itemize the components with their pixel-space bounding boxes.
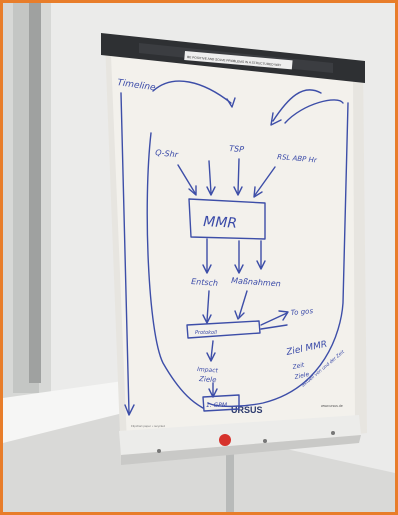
branch-left: Entsch <box>191 277 218 288</box>
header-label-plate <box>184 51 293 70</box>
arrow-to-gos-1 <box>260 312 288 326</box>
feedback-loop-left <box>146 132 204 409</box>
bottom-tray <box>119 415 361 455</box>
branch-right: Maßnahmen <box>231 276 281 288</box>
side-line-2: Ziele <box>293 371 310 381</box>
loop-right-arrow <box>270 112 282 126</box>
loop-left-arrow <box>226 97 236 108</box>
tray-screw-mid <box>263 439 267 443</box>
tray-screw-right <box>331 431 335 435</box>
footer-note: Flipchart paper • recycled <box>131 424 165 428</box>
timeline-line <box>120 92 130 414</box>
feedback-loop-right <box>207 102 349 408</box>
arrow-src-right <box>254 166 276 196</box>
arrow-src-mid-head <box>233 186 243 196</box>
center-box <box>188 198 266 240</box>
goals-label: Ziele <box>198 375 217 384</box>
easel-pole <box>226 448 234 512</box>
floor <box>3 413 395 512</box>
arrow-src-2 <box>208 160 212 194</box>
impact-label: Impact <box>197 366 219 374</box>
tray-screw-left <box>157 449 161 453</box>
to-gos-label: To gos <box>290 307 313 317</box>
loop-right-b <box>284 99 344 124</box>
window-sill <box>3 381 123 443</box>
loop-left <box>152 80 232 104</box>
arrow-to-bar-1 <box>206 290 210 322</box>
center-box-label: MMR <box>203 214 238 232</box>
arrow-to-gos-1-head <box>278 310 289 321</box>
flipchart-scene: BE POSITIVE AND SOLVE PROBLEMS IN A STRU… <box>3 3 395 512</box>
arrow-to-gos-2 <box>260 324 288 330</box>
protocol-label: Protokoll <box>195 330 217 336</box>
arrow-src-left-head <box>188 185 197 196</box>
arrow-src-right-head <box>253 186 263 198</box>
brand-logo: URSUS <box>231 405 263 415</box>
arrow-out-2-head <box>234 264 244 274</box>
arrow-to-bar-2 <box>238 290 248 318</box>
arrow-to-impact <box>210 340 214 360</box>
timeline-arrow <box>124 404 135 416</box>
arrow-out-3-head <box>256 260 266 270</box>
arrow-to-impact-head <box>206 352 216 362</box>
protocol-bar <box>186 320 261 339</box>
source-left: Q-Shr <box>155 148 179 159</box>
red-button[interactable] <box>219 434 231 446</box>
arrow-src-left <box>177 164 196 194</box>
loop-right-a <box>272 89 322 122</box>
arrow-to-bar-1-head <box>202 314 212 324</box>
bottom-box <box>202 394 240 412</box>
arrow-src-mid <box>237 158 240 194</box>
flipchart-paper <box>111 55 355 443</box>
source-mid: TSP <box>229 144 245 154</box>
window-rail <box>29 3 41 383</box>
side-line-1: Zeit <box>291 362 306 372</box>
brand-small: www.ursus.de <box>321 404 343 408</box>
arrow-to-bar-2-head <box>234 310 245 320</box>
source-right: RSL ABP Hr <box>277 153 318 165</box>
bottom-box-label: 1. GPM <box>206 402 228 409</box>
arrow-src-2-head <box>206 186 216 196</box>
tray-lip <box>121 435 361 465</box>
arrow-out-1-head <box>202 264 212 274</box>
